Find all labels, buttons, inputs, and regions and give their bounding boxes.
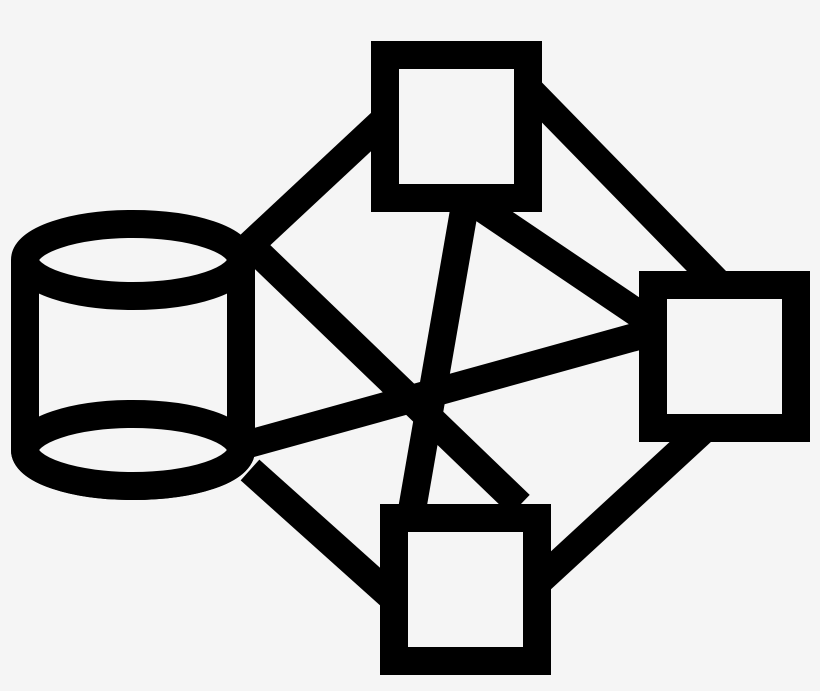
- link-top-right-node: [462, 188, 678, 347]
- connection-lines: [240, 70, 736, 611]
- node-bottom: [380, 504, 551, 675]
- database-top: [11, 210, 255, 310]
- node-right: [639, 271, 810, 442]
- database-bottom-ring: [11, 400, 255, 500]
- link-db-right-node: [241, 316, 664, 459]
- link-db-bottom-node-lower: [240, 459, 405, 611]
- link-db-bottom-node: [240, 234, 530, 516]
- node-top: [371, 41, 542, 212]
- link-top-right-node-outer: [509, 70, 736, 300]
- link-top-bottom-node: [398, 202, 479, 513]
- database-cylinder: [11, 210, 255, 500]
- network-nodes: [371, 41, 810, 675]
